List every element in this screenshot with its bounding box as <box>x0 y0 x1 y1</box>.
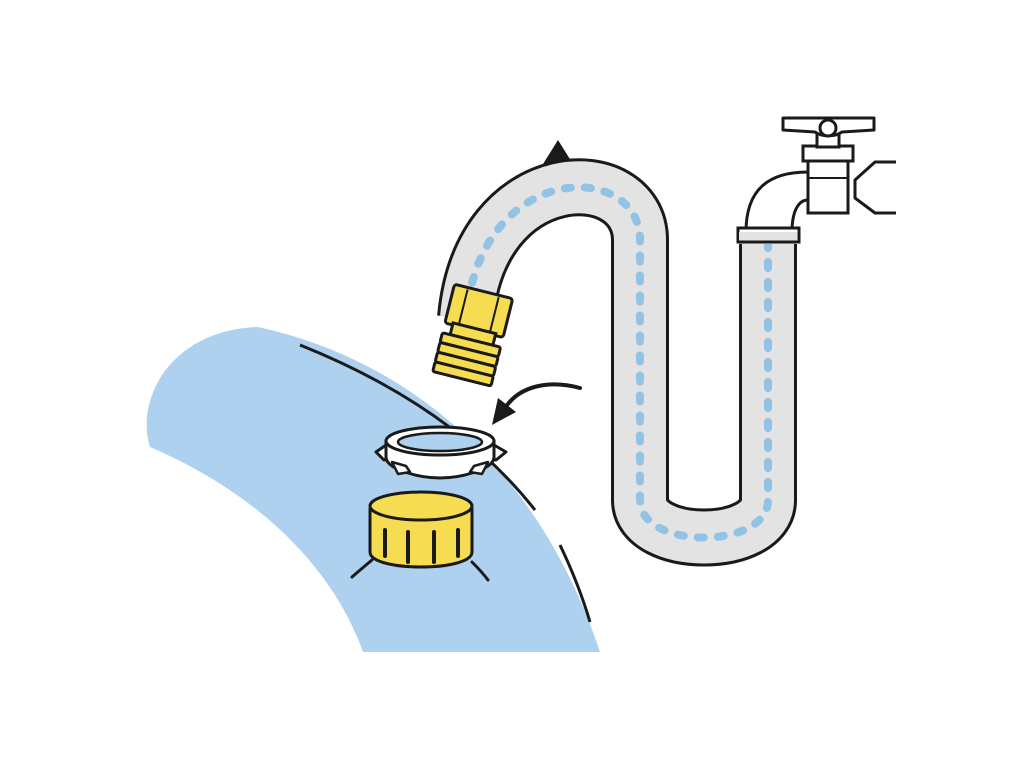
adapter-ring-icon <box>374 425 508 480</box>
water-flow-dashes <box>462 183 772 542</box>
tank-surface <box>146 327 600 652</box>
curved-arrow-icon <box>492 382 582 425</box>
garden-hose-icon <box>437 158 797 567</box>
faucet-icon <box>736 116 896 244</box>
hose-connector-icon <box>431 283 514 388</box>
tank-edge-line-lower <box>558 544 592 623</box>
tank-edge-line <box>299 343 537 511</box>
threaded-cap-icon <box>350 490 490 582</box>
